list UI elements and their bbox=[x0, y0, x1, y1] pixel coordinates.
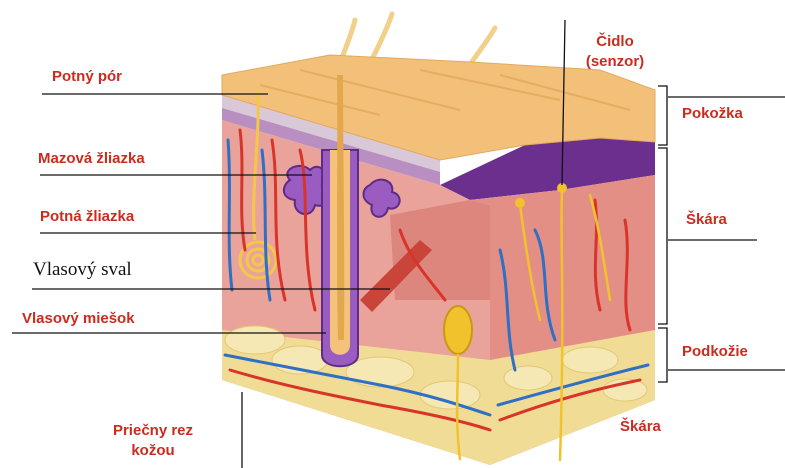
label-sensor-line1: Čidlo bbox=[560, 32, 670, 52]
label-epidermis: Pokožka bbox=[682, 105, 743, 122]
label-sweat-pore: Potný pór bbox=[52, 68, 122, 85]
label-dermis-bottom: Škára bbox=[620, 418, 661, 435]
label-cross-section-line1: Priečny rez bbox=[88, 421, 218, 441]
cut-shading bbox=[390, 200, 490, 300]
label-sweat-gland: Potná žliazka bbox=[40, 208, 134, 225]
label-cross-section-line2: kožou bbox=[88, 441, 218, 461]
label-hair-follicle: Vlasový miešok bbox=[22, 310, 135, 327]
label-dermis: Škára bbox=[686, 211, 727, 228]
sensor-ending-left bbox=[515, 198, 525, 208]
label-sensor-line2: (senzor) bbox=[560, 52, 670, 72]
pacinian-corpuscle bbox=[444, 306, 472, 354]
label-cross-section: Priečny rez kožou bbox=[88, 421, 218, 461]
label-sebaceous-gland: Mazová žliazka bbox=[38, 150, 145, 167]
layer-brackets bbox=[658, 86, 667, 382]
label-hair-muscle: Vlasový sval bbox=[33, 259, 132, 281]
label-hypodermis: Podkožie bbox=[682, 343, 748, 360]
label-sensor: Čidlo (senzor) bbox=[560, 32, 670, 72]
